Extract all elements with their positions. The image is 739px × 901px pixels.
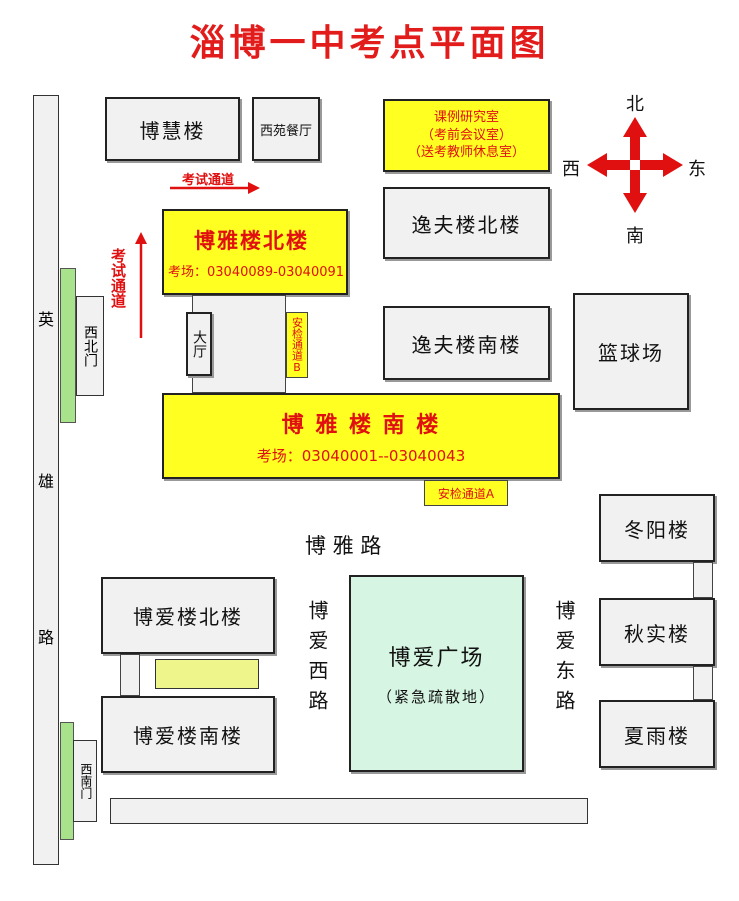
exam-channel-vertical-label: 考试通道 — [109, 248, 127, 308]
building-keli-line1: 课例研究室 — [433, 110, 499, 126]
building-qiushi[interactable]: 秋实楼 — [599, 598, 715, 666]
exam-channel-horizontal-label: 考试通道 — [182, 173, 235, 188]
building-boya-south[interactable]: 博 雅 楼 南 楼 考场：03040001--03040043 — [162, 393, 560, 479]
building-bohui[interactable]: 博慧楼 — [105, 97, 240, 161]
road-yingxiong-char-1: 英 — [38, 310, 55, 329]
map-title: 淄博一中考点平面图 — [189, 23, 550, 64]
gate-northwest[interactable]: 西北门 — [76, 296, 104, 396]
building-xiyuan[interactable]: 西苑餐厅 — [252, 97, 320, 161]
security-channel-b-label: 安检通道B — [290, 316, 304, 374]
building-boya-north-exam: 考场：03040089-03040091 — [168, 264, 345, 280]
exam-channel-up-arrow-icon — [135, 232, 147, 338]
building-xiayu-label: 夏雨楼 — [624, 723, 690, 748]
building-boya-south-exam: 考场：03040001--03040043 — [256, 446, 466, 465]
road-boya-label: 博 雅 路 — [305, 534, 382, 558]
building-yifu-north[interactable]: 逸夫楼北楼 — [383, 187, 550, 259]
gate-southwest-label: 西南门 — [78, 763, 93, 799]
compass-east: 东 — [688, 159, 706, 180]
gate-southwest-marker — [60, 722, 74, 840]
building-yifu-south-label: 逸夫楼南楼 — [411, 332, 522, 357]
east-connector-1 — [693, 562, 713, 598]
building-hall[interactable]: 大厅 — [186, 312, 212, 376]
boai-square-name: 博爱广场 — [388, 646, 485, 671]
building-hall-label: 大厅 — [191, 330, 207, 358]
security-channel-b[interactable]: 安检通道B — [286, 312, 308, 378]
building-keli-line3: （送考教师休息室） — [407, 145, 525, 161]
gate-southwest[interactable]: 西南门 — [73, 740, 97, 822]
building-boai-north-label: 博爱楼北楼 — [133, 605, 243, 629]
building-xiyuan-label: 西苑餐厅 — [259, 123, 312, 139]
building-boai-north[interactable]: 博爱楼北楼 — [101, 577, 275, 654]
building-yifu-south[interactable]: 逸夫楼南楼 — [383, 306, 550, 380]
gate-northwest-label: 西北门 — [82, 325, 99, 367]
building-keli[interactable]: 课例研究室 （考前会议室） （送考教师休息室） — [383, 99, 550, 172]
building-dongyang[interactable]: 冬阳楼 — [599, 494, 715, 562]
exam-channel-right-arrow-icon — [170, 182, 260, 194]
building-xiayu[interactable]: 夏雨楼 — [599, 700, 715, 768]
building-boai-south-label: 博爱楼南楼 — [133, 724, 243, 748]
boai-square[interactable]: 博爱广场 （紧急疏散地） — [349, 575, 524, 772]
road-yingxiong: 英 雄 路 — [33, 95, 59, 865]
building-dongyang-label: 冬阳楼 — [624, 517, 690, 542]
boai-square-note: （紧急疏散地） — [376, 688, 496, 706]
boai-yellow-block — [155, 659, 259, 689]
basketball-court-label: 篮球场 — [598, 341, 664, 365]
building-qiushi-label: 秋实楼 — [624, 621, 690, 646]
compass-north: 北 — [626, 94, 644, 115]
road-yingxiong-char-2: 雄 — [38, 472, 55, 491]
building-boai-south[interactable]: 博爱楼南楼 — [101, 696, 275, 773]
building-boya-north[interactable]: 博雅楼北楼 考场：03040089-03040091 — [162, 209, 348, 295]
building-boya-north-name: 博雅楼北楼 — [194, 228, 309, 253]
building-bohui-label: 博慧楼 — [139, 118, 206, 143]
south-road-strip — [110, 798, 588, 824]
building-boya-south-name: 博 雅 楼 南 楼 — [281, 412, 441, 438]
compass-west: 西 — [562, 159, 580, 180]
building-keli-line2: （考前会议室） — [420, 127, 512, 143]
compass-icon — [587, 117, 683, 213]
basketball-court[interactable]: 篮球场 — [573, 293, 689, 410]
east-connector-2 — [693, 666, 713, 700]
road-yingxiong-char-3: 路 — [38, 628, 55, 647]
security-channel-a-label: 安检通道A — [437, 486, 495, 501]
security-channel-a[interactable]: 安检通道A — [424, 480, 508, 506]
road-boai-west-label: 博爱西路 — [305, 600, 329, 720]
building-yifu-north-label: 逸夫楼北楼 — [411, 212, 522, 237]
compass-south: 南 — [626, 226, 644, 247]
boai-connector — [120, 654, 140, 696]
road-boai-east-label: 博爱东路 — [552, 600, 576, 720]
gate-northwest-marker — [60, 268, 76, 423]
